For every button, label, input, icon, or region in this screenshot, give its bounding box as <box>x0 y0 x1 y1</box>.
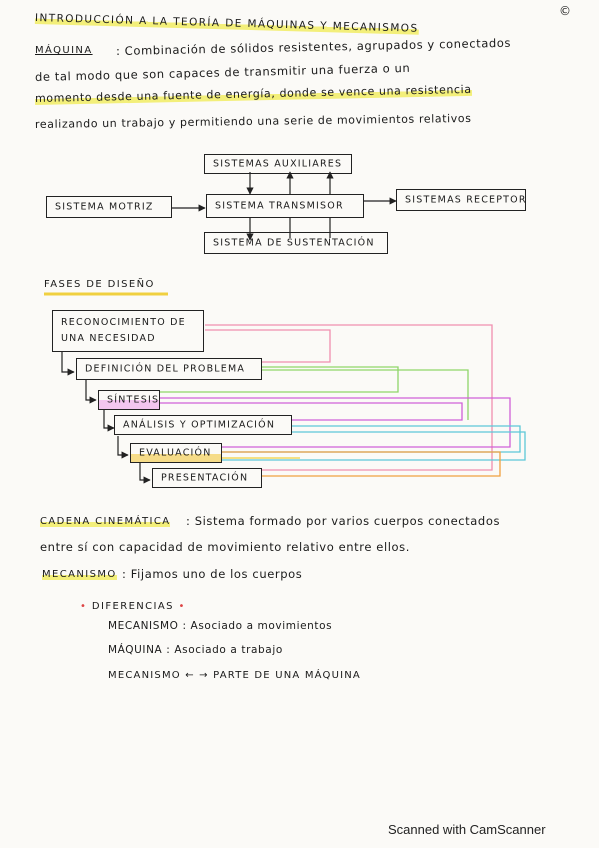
corner-mark: © <box>559 4 571 18</box>
fases-heading: FASES DE DISEÑO <box>44 279 155 290</box>
cadena-line-1: : Sistema formado por varios cuerpos con… <box>186 514 501 528</box>
diferencias-row-3: MECANISMO ← → PARTE DE UNA MÁQUINA <box>108 670 361 681</box>
scanner-watermark: Scanned with CamScanner <box>388 822 546 837</box>
mecanismo-text: : Fijamos uno de los cuerpos <box>122 567 303 581</box>
box-sistema-transmisor: SISTEMA TRANSMISOR <box>206 194 364 218</box>
diferencias-heading: • DIFERENCIAS • <box>80 601 186 612</box>
bullet-dot: • <box>178 601 186 612</box>
box-label: SISTEMA DE SUSTENTACIÓN <box>213 237 375 249</box>
fase-label: DEFINICIÓN DEL PROBLEMA <box>85 363 246 375</box>
system-diagram-connectors <box>172 171 397 241</box>
diferencias-heading-text: DIFERENCIAS <box>91 601 174 612</box>
fase-label: EVALUACIÓN <box>139 447 212 459</box>
bullet-dot: • <box>80 601 88 612</box>
diferencias-row-1: MECANISMO : Asociado a movimientos <box>108 620 333 632</box>
box-sistema-sustentacion: SISTEMA DE SUSTENTACIÓN <box>204 232 388 254</box>
fase-definicion: DEFINICIÓN DEL PROBLEMA <box>76 358 262 380</box>
feedback-loops <box>160 324 526 477</box>
fase-label: ANÁLISIS Y OPTIMIZACIÓN <box>123 419 276 431</box>
fase-reconocimiento: RECONOCIMIENTO DE UNA NECESIDAD <box>52 310 204 352</box>
fase-presentacion: PRESENTACIÓN <box>152 468 262 488</box>
box-sistema-motriz: SISTEMA MOTRIZ <box>46 196 172 218</box>
diferencias-row-2: MÁQUINA : Asociado a trabajo <box>108 644 283 656</box>
fase-label: RECONOCIMIENTO DE UNA NECESIDAD <box>61 317 186 344</box>
box-label: SISTEMAS RECEPTOR <box>405 194 527 206</box>
box-label: SISTEMAS AUXILIARES <box>213 158 343 170</box>
fases-step-connectors <box>61 352 151 484</box>
box-sistemas-auxiliares: SISTEMAS AUXILIARES <box>204 154 352 174</box>
cadena-label: CADENA CINEMÁTICA <box>40 516 171 527</box>
box-label: SISTEMA MOTRIZ <box>55 201 154 213</box>
fase-label: PRESENTACIÓN <box>161 472 249 484</box>
fase-analisis: ANÁLISIS Y OPTIMIZACIÓN <box>114 415 292 435</box>
box-label: SISTEMA TRANSMISOR <box>215 200 344 212</box>
fase-label: SÍNTESIS <box>107 394 160 406</box>
mecanismo-label: MECANISMO <box>42 569 117 580</box>
box-sistemas-receptor: SISTEMAS RECEPTOR <box>396 189 526 211</box>
maquina-label: MÁQUINA <box>35 45 93 56</box>
cadena-line-2: entre sí con capacidad de movimiento rel… <box>40 540 411 554</box>
fase-sintesis: SÍNTESIS <box>98 390 160 410</box>
fase-evaluacion: EVALUACIÓN <box>130 443 222 463</box>
